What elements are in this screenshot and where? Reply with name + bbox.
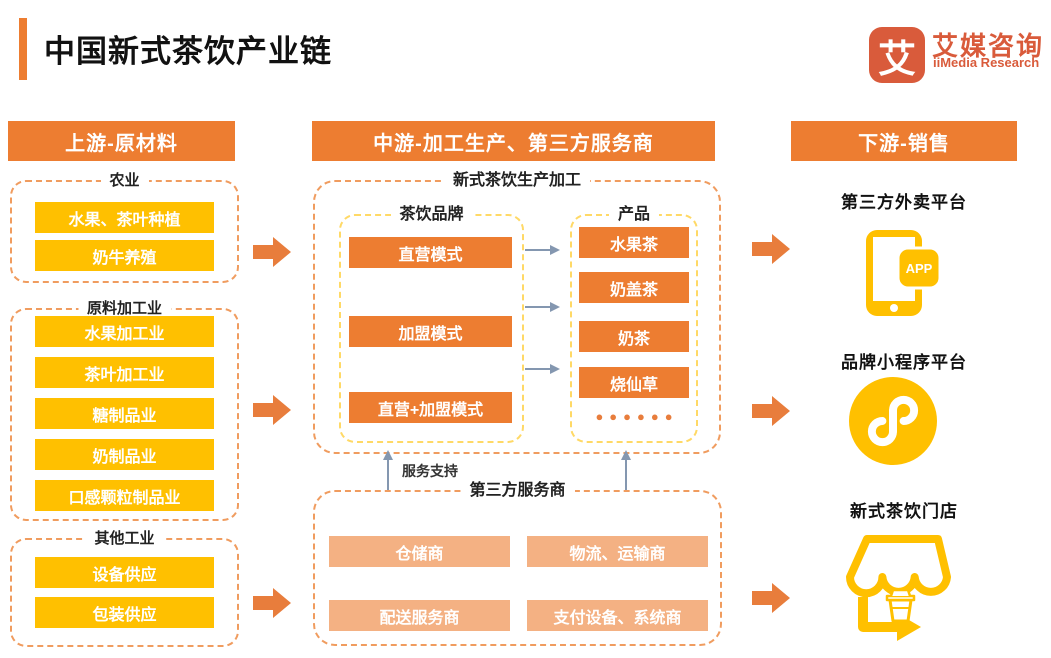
arrow-right-icon — [253, 237, 291, 267]
arrow-right-icon — [253, 588, 291, 618]
service-support-label: 服务支持 — [402, 463, 458, 479]
arrow-right-icon — [752, 583, 790, 613]
upstream-item: 水果加工业 — [35, 316, 214, 347]
group-raw-material-processing: 原料加工业 水果加工业 茶叶加工业 糖制品业 奶制品业 口感颗粒制品业 — [10, 299, 239, 521]
group-agriculture: 农业 水果、茶叶种植 奶牛养殖 — [10, 171, 239, 283]
more-products-dots: ●●●●●● — [595, 409, 679, 424]
container-tea-production-label: 新式茶饮生产加工 — [443, 171, 591, 191]
group-other-industries: 其他工业 设备供应 包装供应 — [10, 529, 239, 647]
header-downstream: 下游-销售 — [791, 121, 1017, 161]
upstream-item: 水果、茶叶种植 — [35, 202, 214, 233]
arrow-right-icon — [253, 395, 291, 425]
page-title: 中国新式茶饮产业链 — [44, 34, 332, 69]
container-products-label: 产品 — [608, 205, 660, 225]
phone-app-icon: APP — [866, 230, 942, 316]
flow-arrow-icon — [525, 364, 560, 374]
upstream-item: 口感颗粒制品业 — [35, 480, 214, 511]
upstream-item: 奶制品业 — [35, 439, 214, 470]
arrow-up-icon — [621, 450, 631, 490]
container-tea-production: 新式茶饮生产加工 茶饮品牌 直营模式 加盟模式 直营+加盟模式 产品 水果茶 奶… — [313, 171, 721, 454]
arrow-right-icon — [752, 234, 790, 264]
imedia-logo-icon: 艾 — [869, 27, 925, 83]
product-item: 奶茶 — [579, 321, 689, 352]
brand-mode-item: 直营+加盟模式 — [349, 392, 512, 423]
product-item: 烧仙草 — [579, 367, 689, 398]
container-products: 产品 水果茶 奶盖茶 奶茶 烧仙草 ●●●●●● — [570, 205, 698, 443]
header-upstream: 上游-原材料 — [8, 121, 235, 161]
product-item: 奶盖茶 — [579, 272, 689, 303]
channel-mini-program-label: 品牌小程序平台 — [841, 353, 967, 372]
arrow-up-icon — [383, 450, 393, 490]
container-tea-brands: 茶饮品牌 直营模式 加盟模式 直营+加盟模式 — [339, 205, 524, 443]
brand-mode-item: 直营模式 — [349, 237, 512, 268]
channel-tea-store-label: 新式茶饮门店 — [850, 502, 958, 521]
service-provider-item: 配送服务商 — [329, 600, 510, 631]
storefront-icon — [846, 535, 951, 641]
service-provider-item: 支付设备、系统商 — [527, 600, 708, 631]
channel-delivery-platform-label: 第三方外卖平台 — [841, 193, 967, 212]
group-raw-material-processing-label: 原料加工业 — [77, 299, 172, 319]
imedia-logo-subtitle: iiMedia Research — [933, 55, 1040, 70]
upstream-item: 包装供应 — [35, 597, 214, 628]
product-item: 水果茶 — [579, 227, 689, 258]
upstream-item: 设备供应 — [35, 557, 214, 588]
service-provider-item: 仓储商 — [329, 536, 510, 567]
imedia-logo-name: 艾媒咨询 — [932, 31, 1045, 61]
flow-arrow-icon — [525, 245, 560, 255]
group-agriculture-label: 农业 — [100, 171, 149, 191]
container-third-party-providers-label: 第三方服务商 — [460, 481, 575, 501]
group-other-industries-label: 其他工业 — [85, 529, 164, 549]
arrow-right-icon — [752, 396, 790, 426]
upstream-item: 奶牛养殖 — [35, 240, 214, 271]
container-third-party-providers: 第三方服务商 仓储商 物流、运输商 配送服务商 支付设备、系统商 — [313, 481, 722, 646]
brand-mode-item: 加盟模式 — [349, 316, 512, 347]
header-midstream: 中游-加工生产、第三方服务商 — [312, 121, 715, 161]
app-badge: APP — [906, 261, 933, 276]
upstream-item: 茶叶加工业 — [35, 357, 214, 388]
service-provider-item: 物流、运输商 — [527, 536, 708, 567]
upstream-item: 糖制品业 — [35, 398, 214, 429]
container-tea-brands-label: 茶饮品牌 — [390, 205, 473, 225]
title-accent-bar — [19, 18, 27, 80]
mini-program-icon — [849, 377, 937, 465]
flow-arrow-icon — [525, 302, 560, 312]
